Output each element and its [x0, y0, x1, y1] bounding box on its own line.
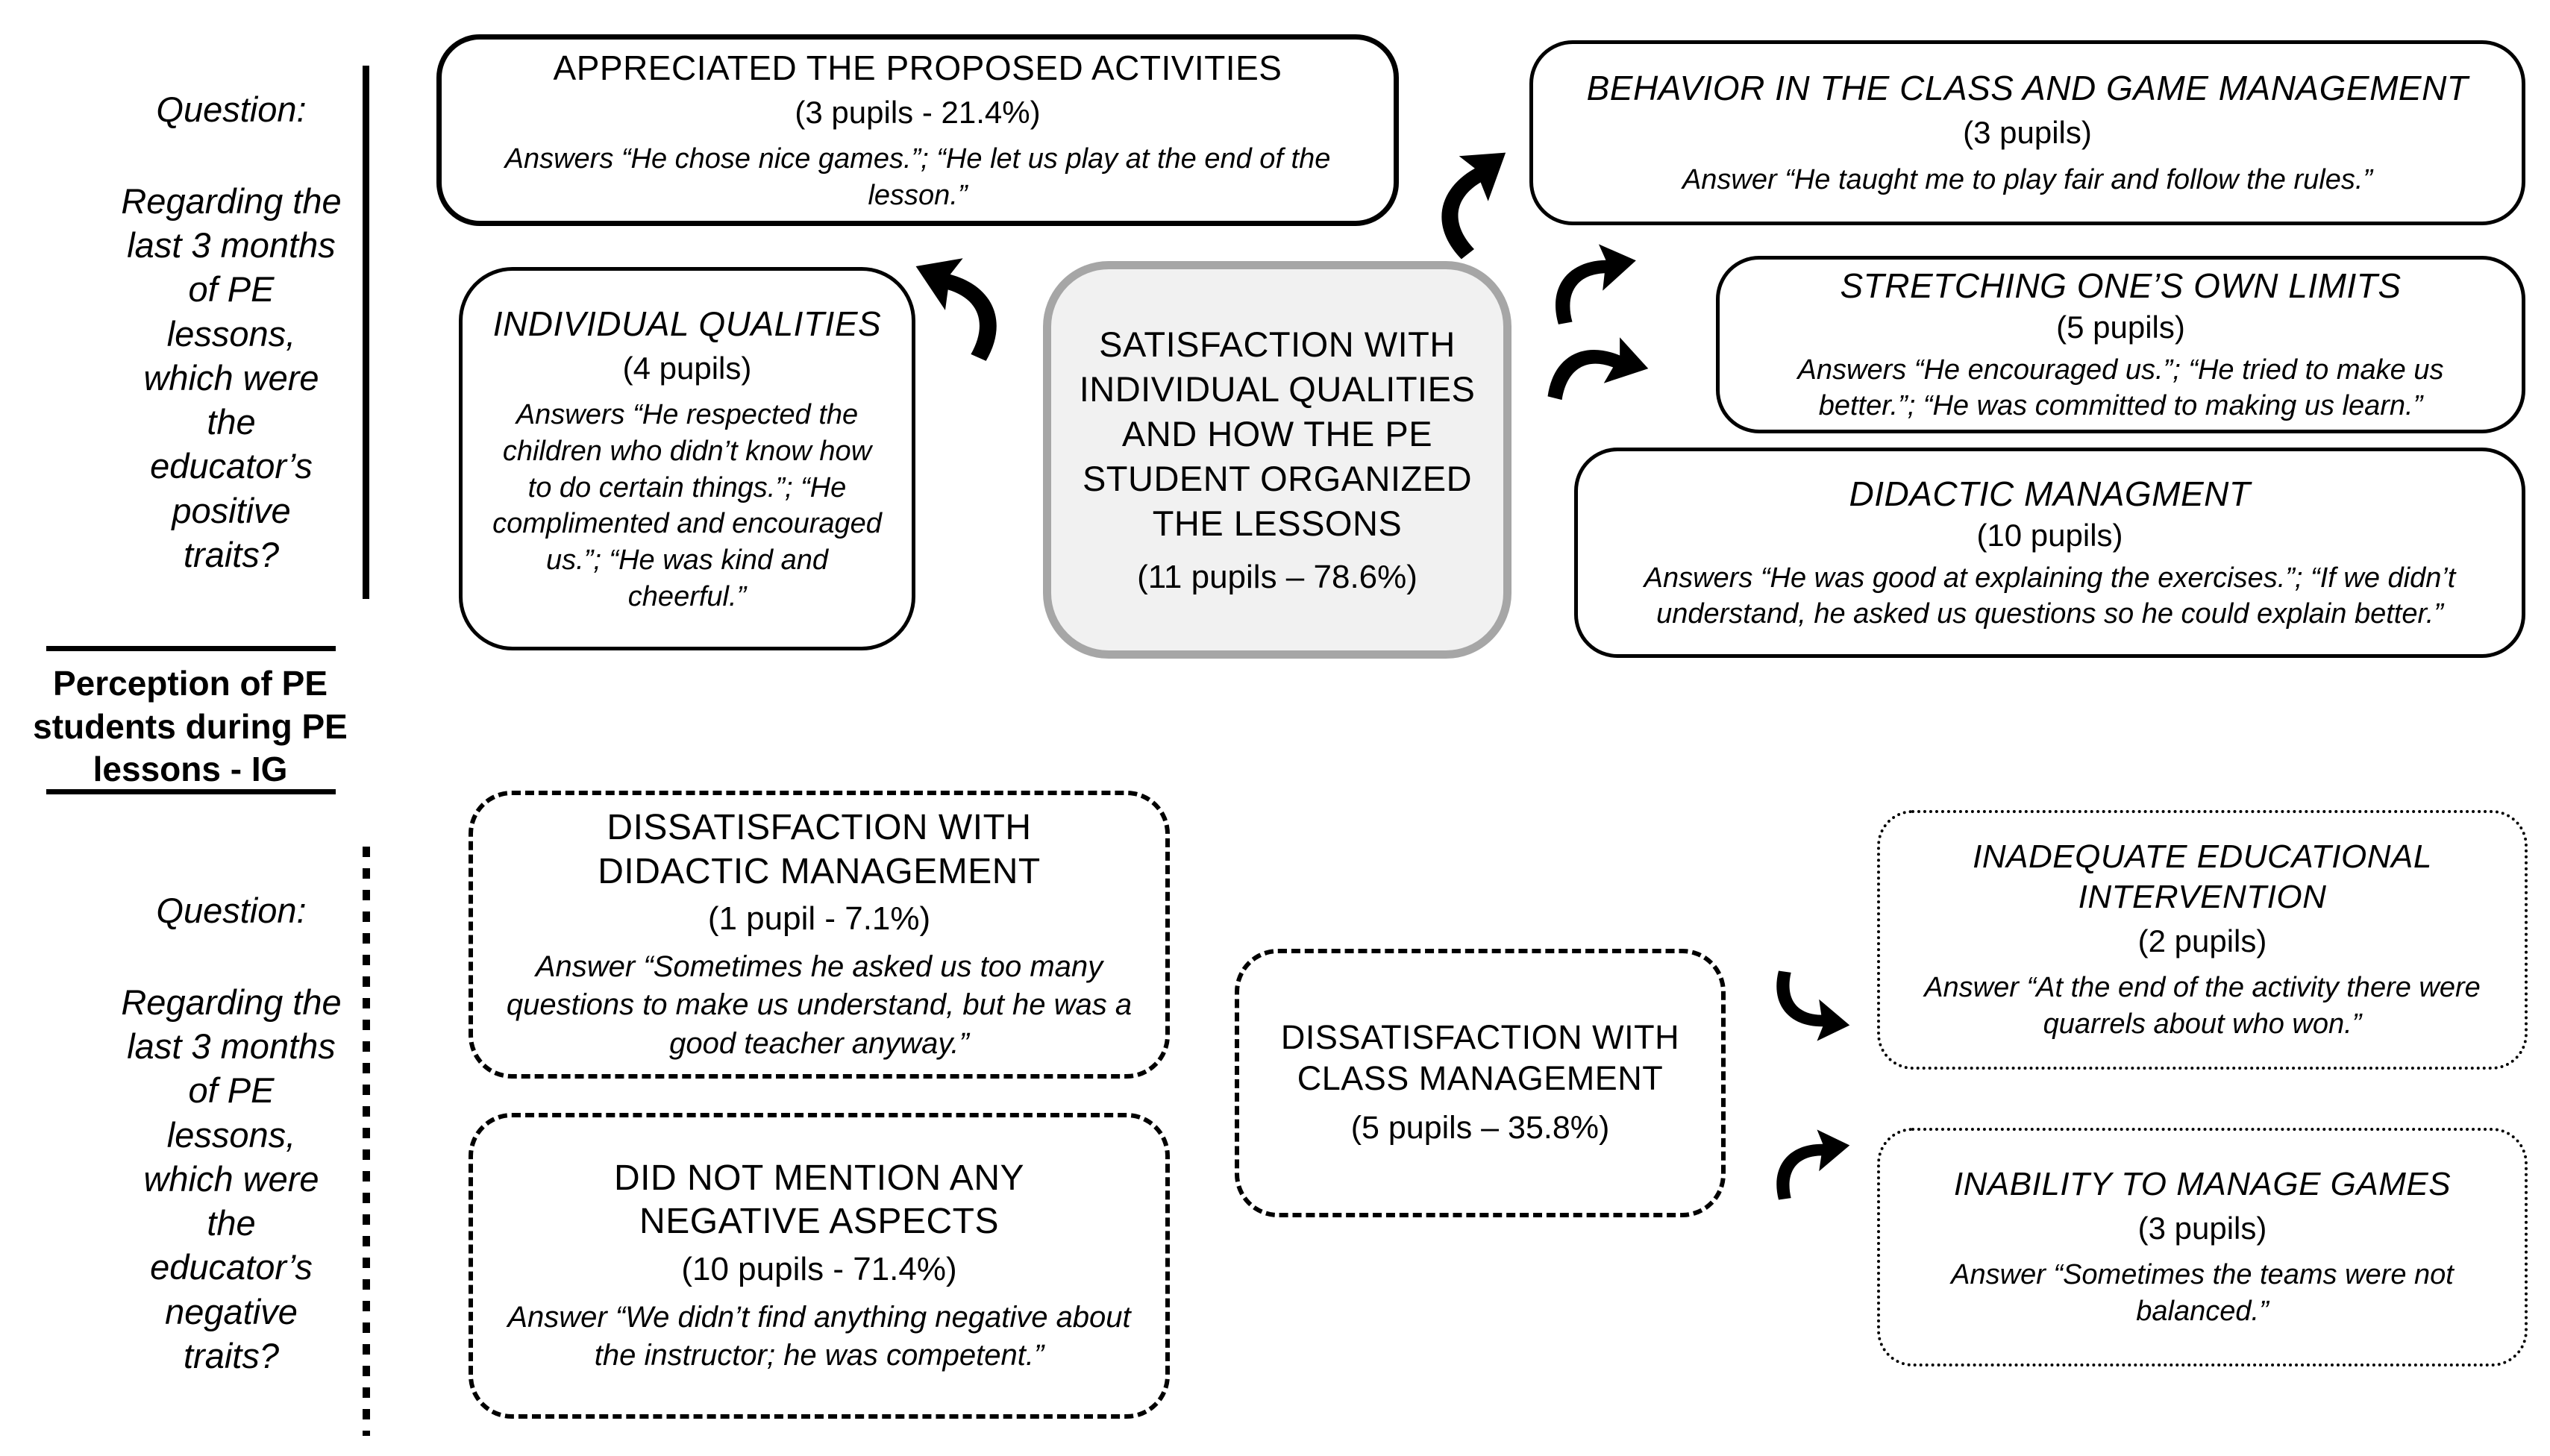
behavior-class-title: BEHAVIOR IN THE CLASS AND GAME MANAGEMEN… [1586, 69, 2469, 108]
appreciated-activities-box: APPRECIATED THE PROPOSED ACTIVITIES (3 p… [436, 34, 1399, 226]
individual-qualities-title: INDIVIDUAL QUALITIES [492, 304, 882, 343]
no-negative-aspects-title: DID NOT MENTION ANY NEGATIVE ASPECTS [614, 1158, 1024, 1242]
curved-arrow-to-stretching-icon [1529, 236, 1653, 331]
no-negative-aspects-box: DID NOT MENTION ANY NEGATIVE ASPECTS (10… [469, 1113, 1170, 1419]
appreciated-activities-count: (3 pupils - 21.4%) [795, 94, 1041, 130]
didactic-management-count: (10 pupils) [1976, 518, 2123, 553]
inadequate-intervention-answers: Answer “At the end of the activity there… [1924, 972, 2481, 1040]
dissatisfaction-didactic-count: (1 pupil - 7.1%) [707, 900, 931, 938]
curved-arrow-to-inadequate-icon [1760, 962, 1858, 1049]
dissatisfaction-didactic-title: DISSATISFACTION WITH DIDACTIC MANAGEMENT [598, 808, 1041, 891]
behavior-class-answers: Answer “He taught me to play fair and fo… [1682, 163, 2373, 195]
divider-line-bottom [46, 789, 336, 794]
individual-qualities-box: INDIVIDUAL QUALITIES (4 pupils) Answers … [459, 267, 915, 650]
divider-line-top [46, 646, 336, 651]
question-negative-label: Question: [156, 891, 307, 930]
didactic-management-box: DIDACTIC MANAGMENT (10 pupils) Answers “… [1574, 448, 2525, 658]
dissatisfaction-class-box: DISSATISFACTION WITH CLASS MANAGEMENT (5… [1235, 949, 1726, 1217]
didactic-management-title: DIDACTIC MANAGMENT [1849, 474, 2251, 514]
section-label: Perception of PE students during PE less… [33, 664, 348, 788]
dissatisfaction-class-title: DISSATISFACTION WITH CLASS MANAGEMENT [1280, 1018, 1680, 1098]
stretching-limits-box: STRETCHING ONE’S OWN LIMITS (5 pupils) A… [1716, 256, 2525, 433]
positive-section-divider-line [363, 66, 369, 599]
dissatisfaction-didactic-box: DISSATISFACTION WITH DIDACTIC MANAGEMENT… [469, 791, 1170, 1079]
stretching-limits-answers: Answers “He encouraged us.”; “He tried t… [1797, 354, 2444, 422]
curved-arrow-to-didactic-icon [1530, 318, 1662, 424]
inadequate-intervention-title: INADEQUATE EDUCATIONAL INTERVENTION [1973, 838, 2432, 916]
question-positive-label: Question: [156, 90, 307, 129]
appreciated-activities-answers: Answers “He chose nice games.”; “He let … [504, 143, 1331, 211]
inability-games-answers: Answer “Sometimes the teams were not bal… [1951, 1259, 2454, 1328]
no-negative-aspects-answers: Answer “We didn’t find anything negative… [507, 1300, 1131, 1372]
dissatisfaction-class-count: (5 pupils – 35.8%) [1350, 1110, 1610, 1146]
inability-games-count: (3 pupils) [2137, 1210, 2267, 1246]
dissatisfaction-didactic-answers: Answer “Sometimes he asked us too many q… [506, 950, 1133, 1060]
inadequate-intervention-box: INADEQUATE EDUCATIONAL INTERVENTION (2 p… [1877, 810, 2528, 1070]
negative-section-divider-line [363, 847, 370, 1436]
didactic-management-answers: Answers “He was good at explaining the e… [1644, 562, 2456, 630]
question-positive-body: Regarding the last 3 months of PE lesson… [121, 181, 342, 574]
curved-arrow-to-behavior-icon [1399, 128, 1547, 272]
stretching-limits-title: STRETCHING ONE’S OWN LIMITS [1840, 266, 2402, 306]
behavior-class-box: BEHAVIOR IN THE CLASS AND GAME MANAGEMEN… [1529, 40, 2525, 225]
stretching-limits-count: (5 pupils) [2056, 310, 2185, 345]
satisfaction-center-box: SATISFACTION WITH INDIVIDUAL QUALITIES A… [1043, 261, 1511, 659]
inadequate-intervention-count: (2 pupils) [2137, 923, 2267, 958]
appreciated-activities-title: APPRECIATED THE PROPOSED ACTIVITIES [553, 48, 1282, 87]
curved-arrow-to-individual-qualities-icon [881, 236, 1039, 374]
no-negative-aspects-count: (10 pupils - 71.4%) [681, 1250, 957, 1287]
satisfaction-center-count: (11 pupils – 78.6%) [1137, 559, 1417, 596]
individual-qualities-count: (4 pupils) [622, 350, 752, 386]
satisfaction-center-title: SATISFACTION WITH INDIVIDUAL QUALITIES A… [1079, 324, 1476, 544]
individual-qualities-answers: Answers “He respected the children who d… [492, 399, 882, 612]
question-negative-body: Regarding the last 3 months of PE lesson… [121, 982, 342, 1375]
inability-games-title: INABILITY TO MANAGE GAMES [1953, 1166, 2452, 1203]
inability-games-box: INABILITY TO MANAGE GAMES (3 pupils) Ans… [1877, 1128, 2528, 1366]
curved-arrow-to-inability-icon [1761, 1122, 1858, 1206]
behavior-class-count: (3 pupils) [1963, 115, 2092, 151]
